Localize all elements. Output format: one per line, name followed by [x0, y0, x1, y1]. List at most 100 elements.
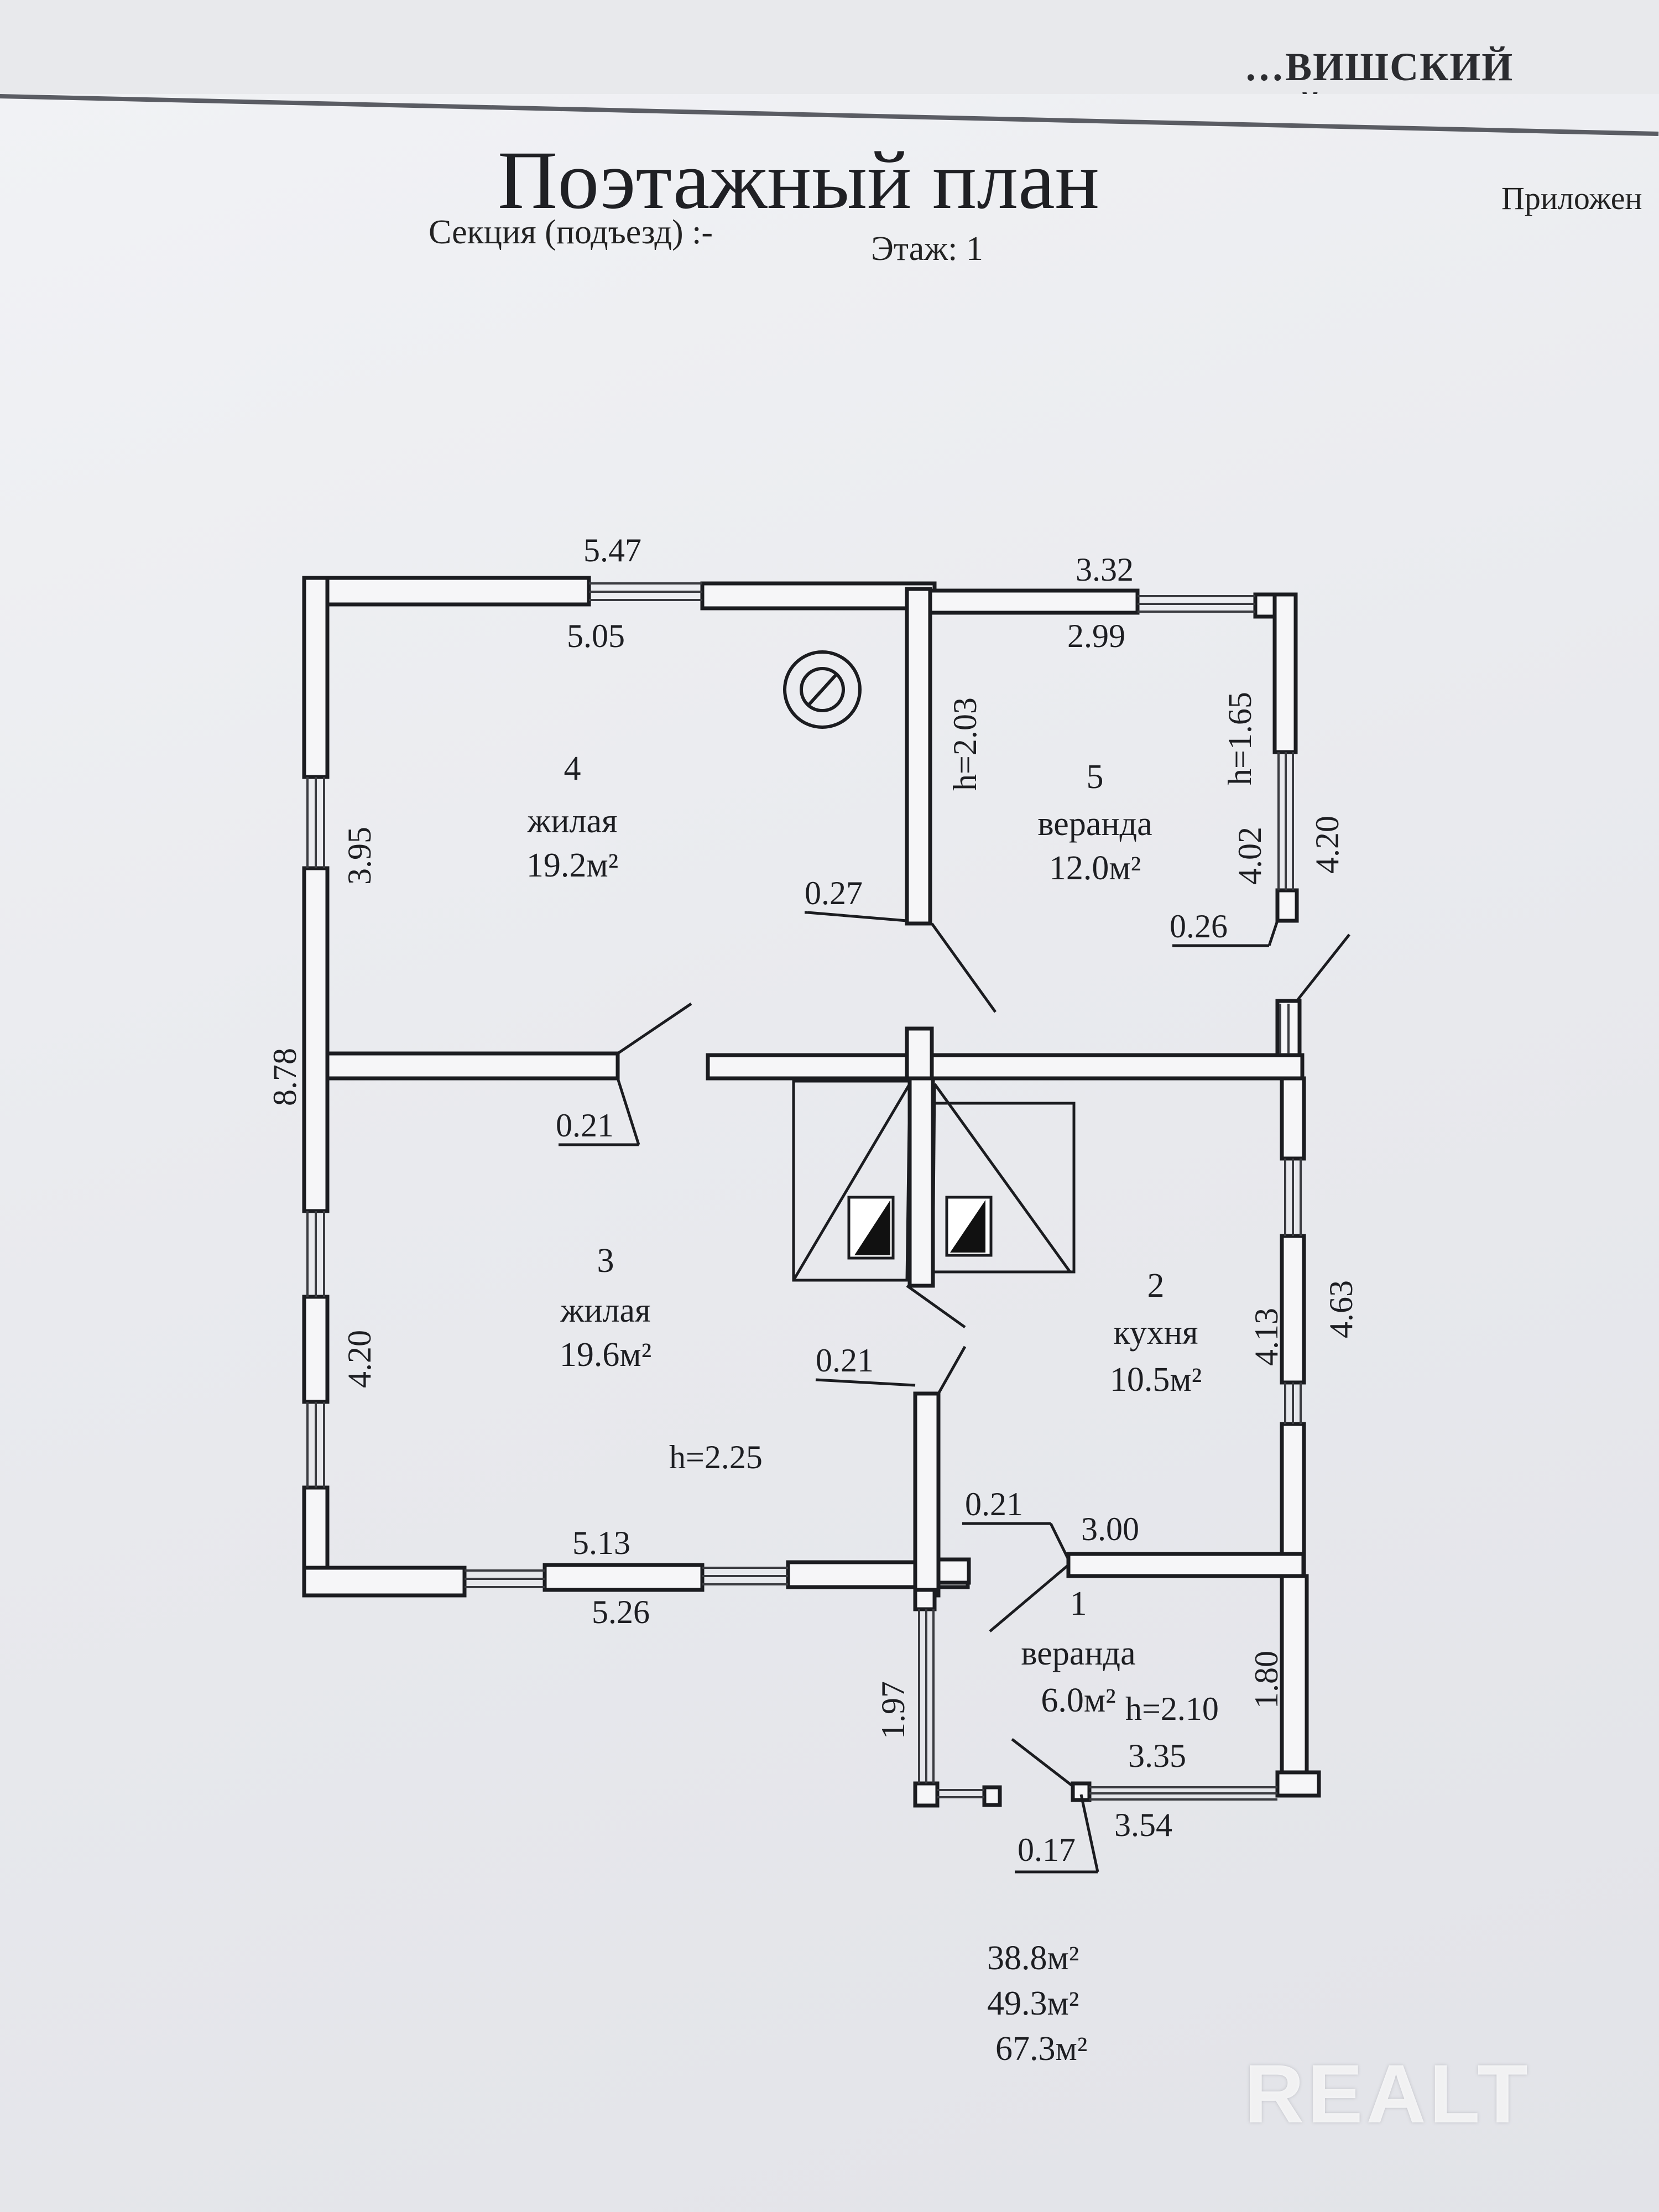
door-lines: [559, 911, 1350, 1874]
room3-area: 19.6м²: [560, 1336, 651, 1374]
wall-room4-room3: [325, 1051, 620, 1081]
walls: [302, 576, 1321, 1808]
leader-0-21-b: [815, 1378, 916, 1387]
stoves: [792, 1079, 1076, 1282]
room5-area: 12.0м²: [1049, 849, 1141, 887]
dim-left-room3: 4.20: [341, 1330, 378, 1388]
thk-veranda5: 0.26: [1170, 908, 1228, 945]
room2-number: 2: [1147, 1267, 1165, 1305]
dim-kitchen-bottom: 3.00: [1081, 1511, 1139, 1547]
dim-top-inner-left: 5.05: [567, 618, 625, 654]
room4-name: жилая: [527, 802, 618, 840]
wall-room3-stub: [936, 1557, 971, 1585]
wall-veranda1-post-small: [982, 1785, 1002, 1807]
dim-left-total: 8.78: [267, 1048, 303, 1106]
dim-top-inner-right: 2.99: [1067, 618, 1125, 654]
door-room4: [617, 1002, 692, 1055]
thk-kitchen-veranda: 0.21: [965, 1486, 1023, 1522]
wall-room3-kitchen: [913, 1391, 941, 1598]
boiler-icon: [783, 650, 862, 729]
window-left-room4: [306, 777, 325, 868]
thk-partition-room4: 0.27: [805, 875, 863, 911]
wall-bottom-a: [302, 1566, 467, 1598]
door-stove: [906, 1284, 966, 1329]
height-labels: h=2.03 h=1.65 h=2.25 h=2.10: [669, 692, 1258, 1727]
room3-number: 3: [597, 1242, 614, 1280]
door-veranda5: [930, 922, 997, 1013]
floor-label: Этаж: 1: [871, 230, 983, 268]
wall-kitchen-veranda: [1066, 1552, 1306, 1578]
window-veranda1-bottom-left: [937, 1789, 984, 1798]
section-label: Секция (подъезд) :-: [429, 213, 713, 251]
total-with-verandas: 67.3м²: [995, 2030, 1088, 2068]
window-left-room3-b: [306, 1402, 325, 1488]
thickness-labels: 0.27 0.26 0.21 0.21 0.21 0.17: [556, 875, 1228, 1868]
leader-0-26: [1267, 920, 1279, 946]
room2-name: кухня: [1114, 1314, 1198, 1352]
wall-veranda1-post-bottom: [913, 1781, 940, 1808]
dim-right-inner-v5: 4.02: [1232, 827, 1268, 885]
dim-veranda1-inner-bottom: 3.35: [1128, 1738, 1186, 1774]
wall-veranda5-stub: [1275, 888, 1299, 923]
window-bottom-a: [465, 1569, 545, 1588]
wall-chimney: [907, 1076, 935, 1288]
wall-veranda1-post-top: [913, 1588, 937, 1611]
height-main: h=2.25: [669, 1439, 763, 1475]
wall-left-c: [302, 1295, 330, 1404]
leader-0-17: [1079, 1794, 1099, 1872]
window-top-veranda5: [1138, 595, 1255, 613]
wall-kitchen-right-b: [1280, 1234, 1306, 1385]
dim-bottom-outer: 5.26: [592, 1594, 650, 1630]
window-kitchen-b: [1284, 1383, 1302, 1424]
room1-name: веранда: [1021, 1635, 1135, 1672]
door-room3-kitchen: [937, 1345, 967, 1395]
wall-partition-4-5: [905, 587, 932, 926]
wall-veranda1-right: [1280, 1574, 1309, 1794]
window-right-upper: [1279, 1004, 1290, 1053]
leader-0-27: [807, 911, 907, 922]
room5-number: 5: [1087, 758, 1104, 796]
window-left-room3-a: [306, 1211, 325, 1297]
window-right-veranda5: [1277, 752, 1294, 890]
window-top-room4: [589, 582, 702, 601]
total-living: 38.8м²: [987, 1939, 1079, 1977]
window-veranda1-left: [918, 1609, 935, 1783]
wall-kitchen-right-a: [1280, 1076, 1306, 1161]
dim-left-room4: 3.95: [341, 827, 378, 885]
room2-area: 10.5м²: [1110, 1361, 1202, 1399]
wall-center-cap: [905, 1026, 934, 1081]
door-right-upper: [1296, 933, 1350, 1002]
realt-watermark: REALT: [1244, 2047, 1531, 2140]
window-veranda1-bottom: [1089, 1786, 1277, 1801]
plan-title: Поэтажный план: [498, 134, 1099, 226]
wall-veranda1-corner: [1275, 1770, 1321, 1798]
height-veranda5-right: h=1.65: [1222, 692, 1258, 785]
room1-area: 6.0м²: [1041, 1682, 1115, 1719]
wall-top-left-a: [302, 576, 591, 607]
window-kitchen-a: [1284, 1159, 1302, 1236]
total-general: 49.3м²: [987, 1985, 1079, 2022]
wall-center: [706, 1053, 1305, 1081]
wall-top-left-b: [700, 581, 937, 611]
room1-number: 1: [1070, 1585, 1087, 1623]
leader-0-21-c: [1049, 1522, 1070, 1561]
window-bottom-b: [702, 1567, 788, 1585]
room4-area: 19.2м²: [526, 847, 618, 884]
wall-veranda5-top: [928, 588, 1140, 615]
dim-right-outer-v5: 4.20: [1309, 816, 1345, 874]
front-sheet: [0, 94, 1659, 2212]
stove-left-fill: [854, 1200, 890, 1255]
wall-left-b: [302, 866, 330, 1213]
height-veranda1: h=2.10: [1125, 1691, 1219, 1727]
area-totals: 38.8м² 49.3м² 67.3м²: [987, 1936, 1087, 2072]
wall-kitchen-right-c: [1280, 1422, 1306, 1575]
stove-left-diagonal-b: [905, 1083, 911, 1281]
room4-number: 4: [564, 750, 581, 787]
thk-room4-room3: 0.21: [556, 1107, 614, 1144]
stove-right-diagonal-a: [933, 1083, 1072, 1273]
door-veranda1: [1011, 1738, 1074, 1787]
dim-right-outer-kitchen: 4.63: [1323, 1280, 1359, 1338]
dimension-labels: 5.47 5.05 3.32 2.99 3.95 8.78 4.20 5.13 …: [267, 532, 1359, 1843]
wall-bottom-b: [542, 1563, 705, 1592]
